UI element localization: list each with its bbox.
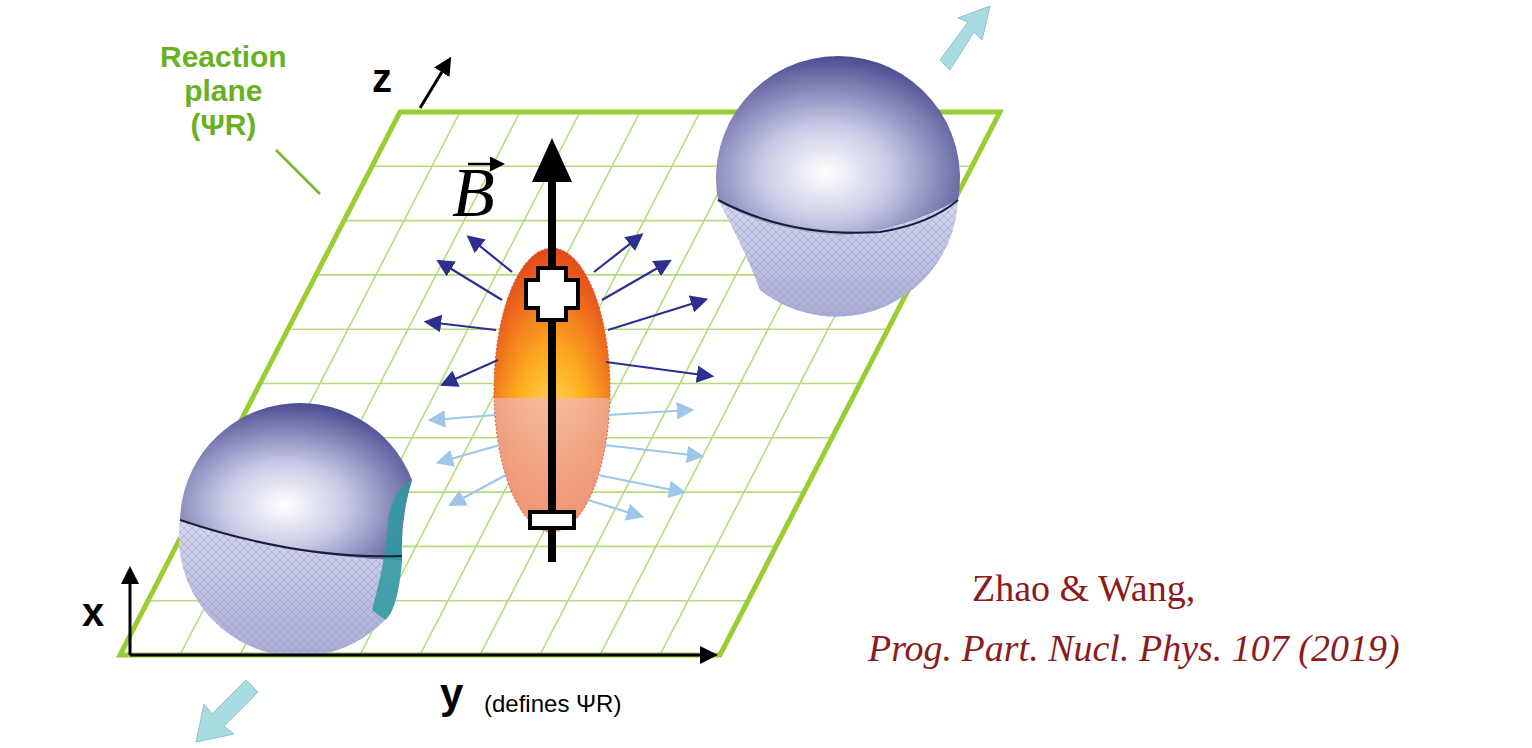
plane-label: Reaction plane (ΨR) — [160, 40, 287, 142]
nucleus-top — [716, 56, 960, 236]
nucleus-rim — [718, 200, 958, 233]
z-axis — [420, 62, 448, 108]
nucleus-hatch — [718, 200, 958, 317]
flow-arrow — [604, 445, 700, 456]
nucleus-left — [179, 403, 412, 742]
nucleus-bottom — [718, 200, 958, 317]
magnetic-field-head — [532, 138, 572, 182]
flow-arrow — [440, 445, 500, 462]
nucleus-hatch — [179, 520, 402, 656]
flow-arrow — [432, 415, 496, 420]
flow-arrow — [608, 410, 690, 415]
nucleus-cut — [372, 480, 412, 620]
nucleus-bottom — [179, 520, 402, 656]
motion-arrow — [940, 6, 990, 70]
x-axis — [129, 572, 132, 655]
flow-arrow — [428, 322, 496, 330]
flow-arrow — [470, 238, 512, 272]
axis-label: z — [372, 56, 392, 101]
citation-journal: Prog. Part. Nucl. Phys. 107 (2019) — [868, 626, 1400, 670]
axis-note: (defines ΨR) — [484, 690, 621, 718]
magnetic-field-line — [548, 176, 556, 562]
plus-charge-symbol — [526, 268, 578, 320]
flow-arrow — [588, 500, 640, 516]
flow-arrow — [608, 300, 704, 330]
flow-arrow — [452, 475, 506, 504]
flow-arrow — [440, 262, 502, 300]
flow-arrow — [598, 475, 682, 492]
flow-arrows — [428, 236, 710, 516]
axis-label: y — [440, 670, 463, 718]
flow-arrow — [606, 362, 710, 376]
field-label: B — [452, 158, 495, 228]
flow-arrow — [602, 262, 668, 300]
citation-authors: Zhao & Wang, — [972, 566, 1195, 610]
axis-label: x — [82, 590, 104, 635]
motion-arrow — [196, 680, 258, 742]
nucleus-rim — [180, 520, 402, 556]
flow-arrow — [594, 236, 640, 272]
y-axis — [130, 654, 712, 657]
flow-arrow — [444, 360, 498, 384]
minus-charge-symbol — [530, 512, 574, 528]
leader-line — [276, 150, 320, 194]
nucleus-right — [716, 6, 990, 317]
